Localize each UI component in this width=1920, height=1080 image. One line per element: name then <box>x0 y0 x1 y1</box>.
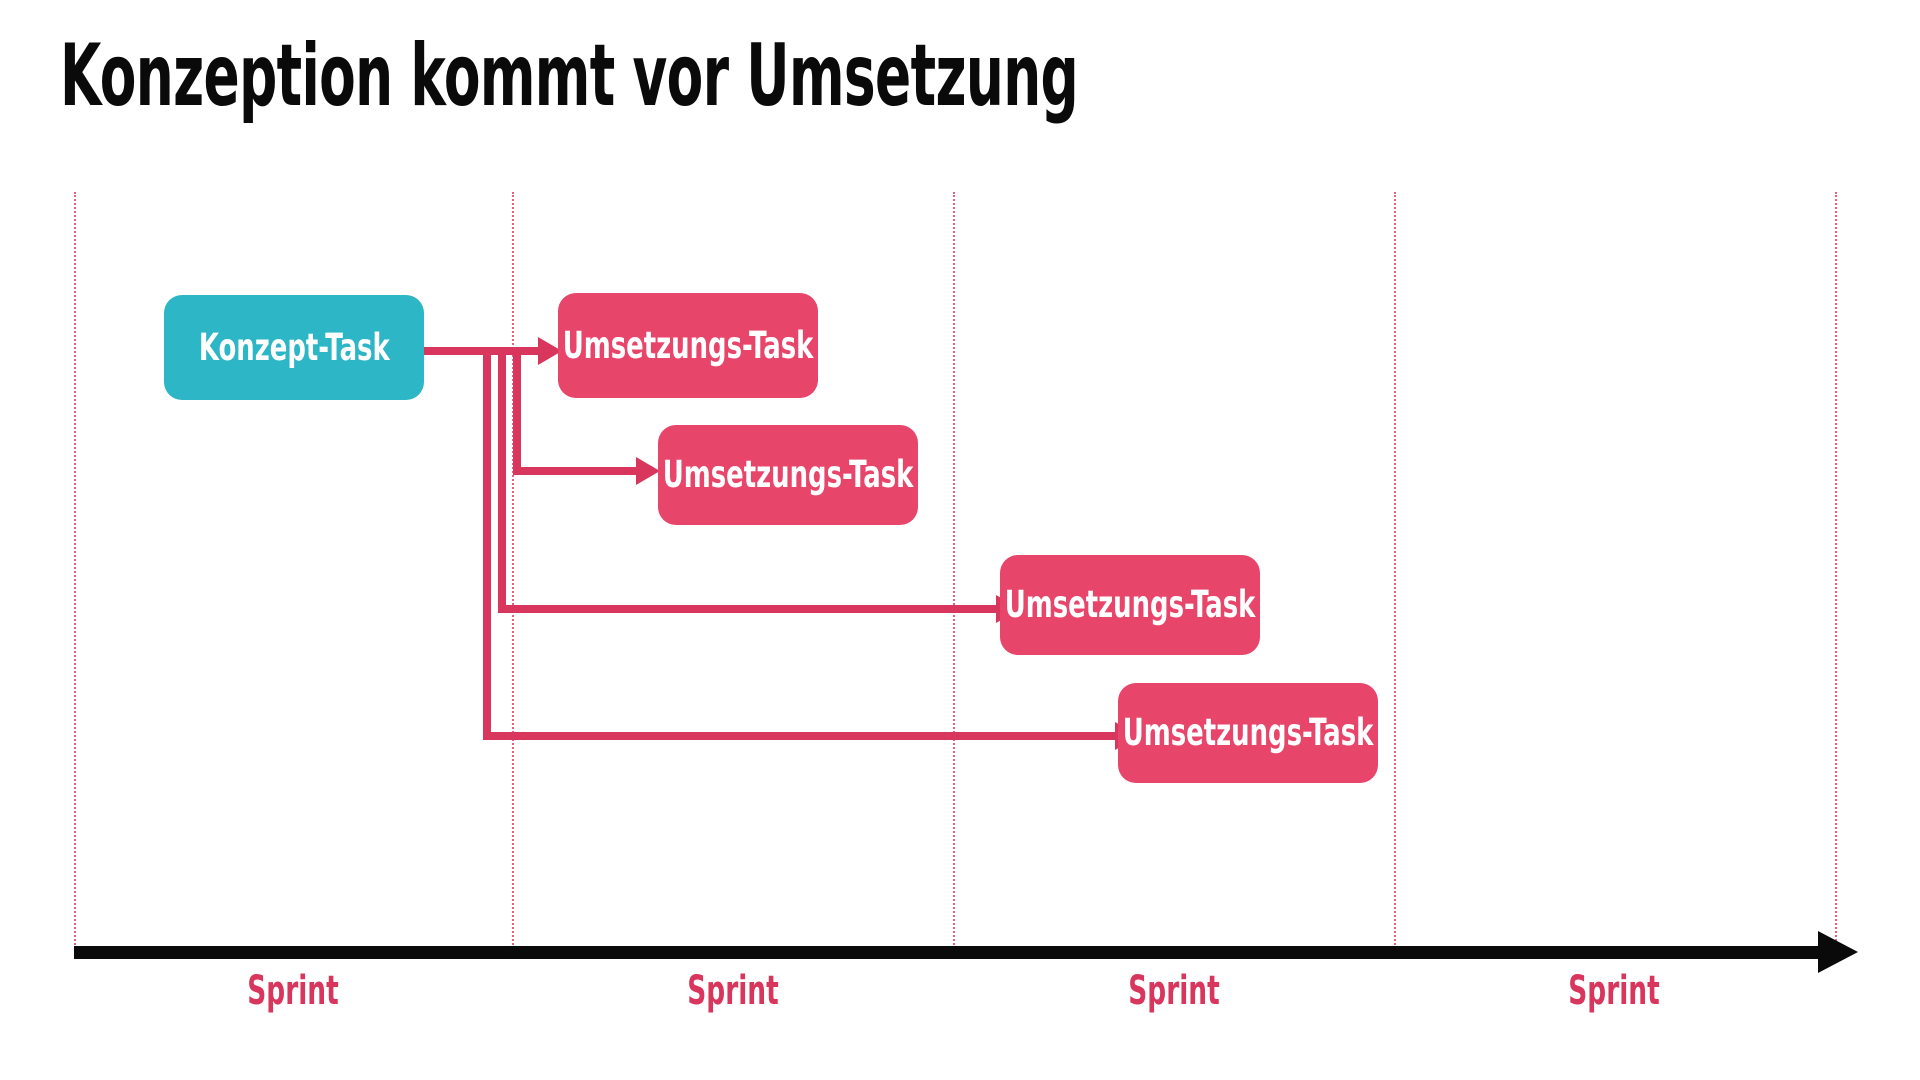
task-label: Umsetzungs-Task <box>1122 711 1374 754</box>
connector-arrowhead-2 <box>636 457 660 485</box>
sprint-gridline-1 <box>74 192 76 952</box>
connector-branch-4-horizontal <box>483 732 1120 740</box>
connector-branch-4-vertical <box>483 347 491 736</box>
sprint-tick-label-3: Sprint <box>1128 968 1220 1014</box>
connector-branch-3-vertical <box>498 347 506 609</box>
sprint-gridline-4 <box>1394 192 1396 952</box>
connector-branch-2-vertical <box>513 347 521 471</box>
task-label: Umsetzungs-Task <box>1004 583 1256 626</box>
task-box-konzept-task[interactable]: Konzept-Task <box>164 295 424 400</box>
task-label: Umsetzungs-Task <box>662 453 914 496</box>
sprint-tick-label-1: Sprint <box>247 968 339 1014</box>
sprint-gridline-5 <box>1835 192 1837 952</box>
timeline-axis-arrow-icon <box>1818 931 1858 973</box>
page-title: Konzeption kommt vor Umsetzung <box>60 26 1079 126</box>
task-box-umsetzungs-task-2[interactable]: Umsetzungs-Task <box>658 425 918 525</box>
connector-branch-3-horizontal <box>498 605 1001 613</box>
task-box-umsetzungs-task-3[interactable]: Umsetzungs-Task <box>1000 555 1260 655</box>
sprint-gridline-2 <box>512 192 514 952</box>
sprint-tick-label-4: Sprint <box>1568 968 1660 1014</box>
task-label: Umsetzungs-Task <box>562 323 814 367</box>
sprint-gridline-3 <box>953 192 955 952</box>
task-box-umsetzungs-task-4[interactable]: Umsetzungs-Task <box>1118 683 1378 783</box>
connector-branch-2-horizontal <box>513 467 641 475</box>
task-box-umsetzungs-task-1[interactable]: Umsetzungs-Task <box>558 293 818 398</box>
sprint-tick-label-2: Sprint <box>687 968 779 1014</box>
task-label: Konzept-Task <box>198 325 390 369</box>
timeline-axis-line <box>74 946 1824 959</box>
